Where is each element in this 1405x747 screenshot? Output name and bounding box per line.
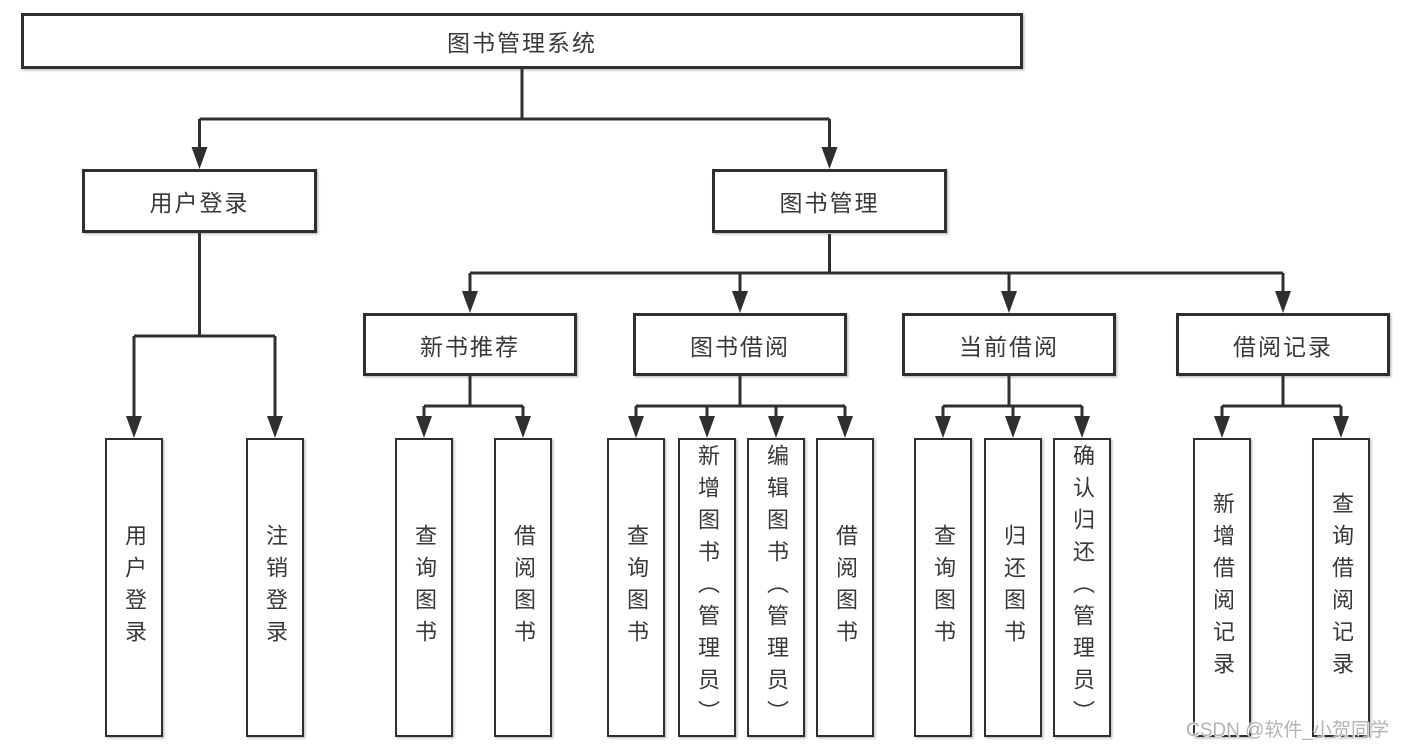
leaf-bb-query-books-label: 查询图书 [624, 523, 649, 652]
leaf-bb-edit-books-label: 编辑图书（管理员） [764, 443, 789, 732]
node-book-management: 图书管理 [712, 169, 947, 233]
connector-newbook-to-leaves [422, 376, 525, 421]
leaf-bb-query-books: 查询图书 [607, 438, 665, 737]
leaf-bb-borrow-books: 借阅图书 [816, 438, 874, 737]
leaf-bb-add-books: 新增图书（管理员） [678, 438, 736, 737]
watermark: CSDN @软件_小贺同学 [1186, 720, 1389, 741]
connector-current-to-leaves [941, 376, 1084, 421]
node-borrowing-records-label: 借阅记录 [1233, 333, 1333, 360]
leaf-br-query-record: 查询借阅记录 [1312, 438, 1370, 737]
arrowheads [126, 147, 1349, 438]
leaf-user-login: 用户登录 [105, 438, 163, 737]
node-root-label: 图书管理系统 [447, 30, 597, 56]
connector-bookmgmt-to-level3 [468, 234, 1285, 296]
leaf-br-query-record-label: 查询借阅记录 [1329, 491, 1354, 684]
leaf-bb-borrow-books-label: 借阅图书 [833, 523, 858, 652]
node-borrowing-records: 借阅记录 [1176, 313, 1390, 376]
connector-userlogin-to-leaves [132, 233, 277, 421]
leaf-cb-confirm-return-label: 确认归还（管理员） [1070, 443, 1095, 732]
connector-records-to-leaves [1220, 376, 1343, 421]
leaf-user-login-label: 用户登录 [122, 523, 147, 652]
leaf-nbr-query-books: 查询图书 [395, 438, 453, 737]
leaf-nbr-borrow-books: 借阅图书 [494, 438, 552, 737]
node-current-borrowing-label: 当前借阅 [959, 333, 1059, 360]
leaf-cb-return-books-label: 归还图书 [1001, 523, 1026, 652]
leaf-cb-query-books: 查询图书 [914, 438, 972, 737]
node-book-management-label: 图书管理 [779, 190, 880, 216]
leaf-nbr-query-books-label: 查询图书 [412, 523, 437, 652]
leaf-logout-label: 注销登录 [263, 523, 288, 652]
node-user-login-label: 用户登录 [149, 190, 250, 216]
node-new-book-recommend: 新书推荐 [363, 313, 577, 376]
node-book-borrowing: 图书借阅 [633, 313, 847, 376]
leaf-br-add-record-label: 新增借阅记录 [1210, 491, 1235, 684]
leaf-nbr-borrow-books-label: 借阅图书 [511, 523, 536, 652]
leaf-bb-edit-books: 编辑图书（管理员） [747, 438, 805, 737]
node-new-book-recommend-label: 新书推荐 [420, 333, 520, 360]
leaf-logout: 注销登录 [246, 438, 304, 737]
node-book-borrowing-label: 图书借阅 [690, 333, 790, 360]
leaf-br-add-record: 新增借阅记录 [1193, 438, 1251, 737]
node-current-borrowing: 当前借阅 [902, 313, 1116, 376]
leaf-cb-return-books: 归还图书 [984, 438, 1042, 737]
connector-borrowing-to-leaves [634, 376, 847, 421]
node-root: 图书管理系统 [21, 13, 1023, 69]
node-user-login: 用户登录 [82, 169, 317, 233]
leaf-cb-query-books-label: 查询图书 [931, 523, 956, 652]
leaf-bb-add-books-label: 新增图书（管理员） [695, 443, 720, 732]
connector-root-to-level2 [198, 69, 831, 152]
leaf-cb-confirm-return: 确认归还（管理员） [1053, 438, 1111, 737]
